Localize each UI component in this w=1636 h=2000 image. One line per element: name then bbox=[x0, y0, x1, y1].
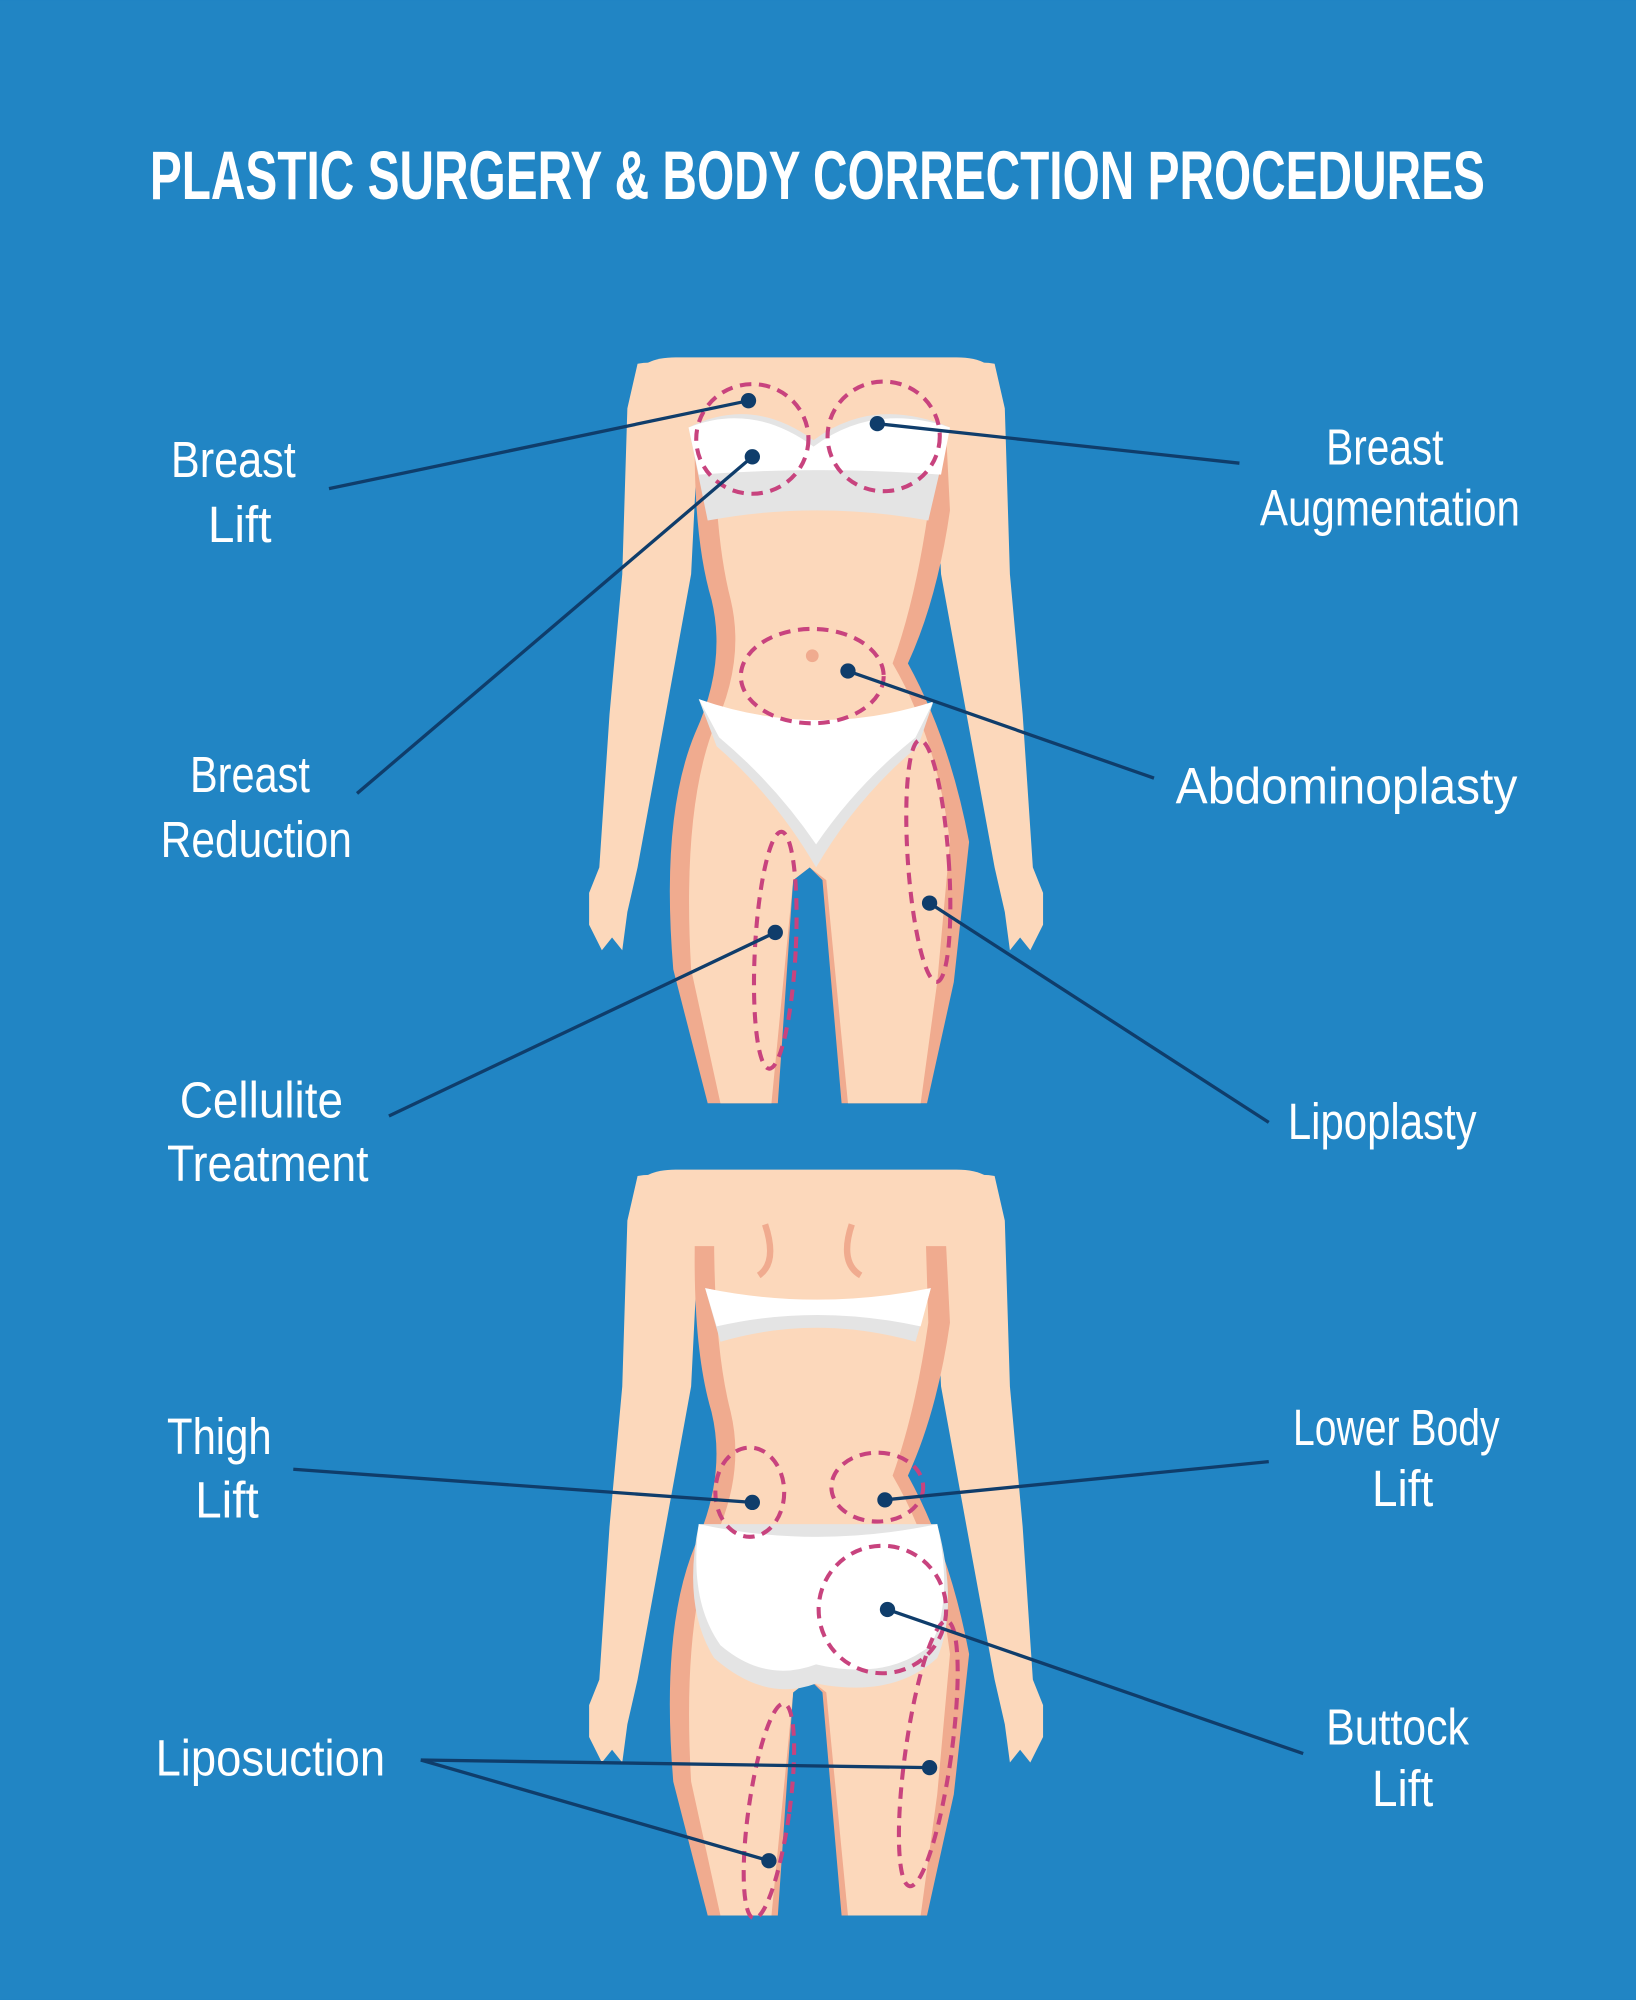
label-line: Augmentation bbox=[1260, 480, 1520, 537]
label-line: Liposuction bbox=[156, 1729, 386, 1786]
left-arm bbox=[589, 362, 699, 951]
label-line: Cellulite bbox=[180, 1071, 343, 1128]
panties bbox=[698, 699, 934, 845]
label-line: Treatment bbox=[167, 1135, 368, 1192]
label-line: Lipoplasty bbox=[1288, 1093, 1477, 1150]
right-arm bbox=[933, 362, 1044, 951]
label-line: Lift bbox=[1372, 1460, 1433, 1517]
label-line: Buttock bbox=[1326, 1699, 1469, 1756]
surgery-markings bbox=[694, 379, 960, 1921]
label-line: Lift bbox=[208, 496, 272, 553]
label-line: Breast bbox=[171, 431, 296, 488]
label-buttock-lift: Buttock Lift bbox=[1326, 1699, 1469, 1817]
label-lipoplasty: Lipoplasty bbox=[1288, 1093, 1477, 1150]
label-breast-reduction: Breast Reduction bbox=[161, 746, 352, 868]
label-line: Breast bbox=[1326, 418, 1443, 475]
label-line: Reduction bbox=[161, 811, 352, 868]
label-cellulite-treatment: Cellulite Treatment bbox=[167, 1071, 368, 1192]
navel bbox=[805, 649, 819, 663]
label-line: Breast bbox=[190, 746, 310, 803]
label-line: Lower Body bbox=[1293, 1399, 1500, 1456]
label-thigh-lift: Thigh Lift bbox=[167, 1408, 272, 1529]
page-title: PLASTIC SURGERY & BODY CORRECTION PROCED… bbox=[150, 137, 1485, 214]
label-abdominoplasty: Abdominoplasty bbox=[1176, 758, 1518, 815]
label-line: Lift bbox=[1372, 1760, 1433, 1817]
label-line: Abdominoplasty bbox=[1176, 758, 1518, 815]
label-lower-body-lift: Lower Body Lift bbox=[1293, 1399, 1500, 1517]
label-line: Thigh bbox=[167, 1408, 272, 1465]
label-line: Lift bbox=[195, 1472, 259, 1529]
leader-lines bbox=[293, 393, 1304, 1869]
label-breast-augmentation: Breast Augmentation bbox=[1260, 418, 1520, 536]
shoulder-blades bbox=[756, 1223, 863, 1279]
label-breast-lift: Breast Lift bbox=[171, 431, 296, 553]
label-liposuction: Liposuction bbox=[156, 1729, 386, 1786]
bra-strap bbox=[705, 1288, 931, 1327]
